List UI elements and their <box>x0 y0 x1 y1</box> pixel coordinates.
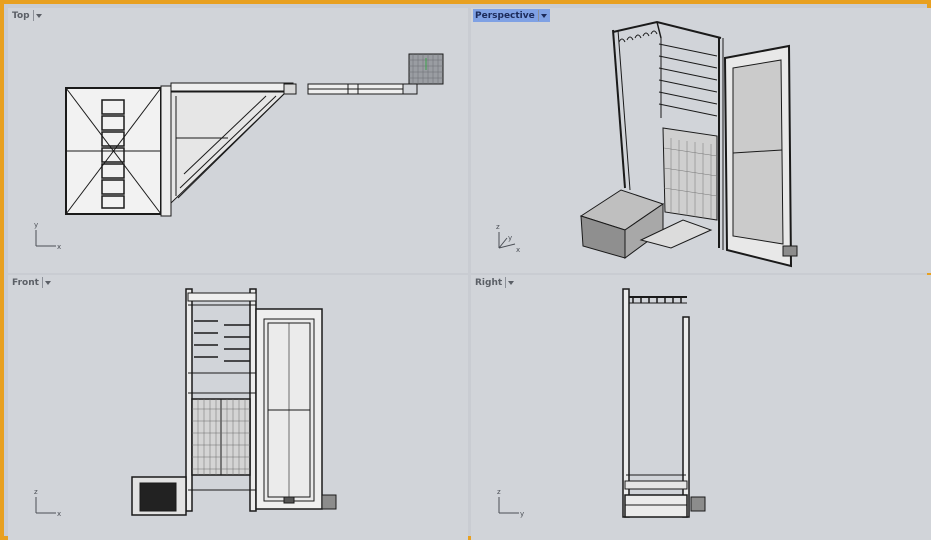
front-view-canvas: x z <box>34 288 337 518</box>
top-axis-x: x <box>57 243 61 251</box>
persp-axis-y: y <box>508 234 512 242</box>
viewport-title-right[interactable]: Right <box>473 276 517 289</box>
chevron-down-icon[interactable] <box>41 277 52 288</box>
viewport-label: Top <box>12 10 30 21</box>
top-axis-y: y <box>34 221 38 229</box>
viewport-label: Front <box>12 277 39 288</box>
persp-axis-x: x <box>516 246 520 254</box>
front-axis-z: z <box>34 488 38 496</box>
viewport-label: Right <box>475 277 503 288</box>
chevron-down-icon[interactable] <box>505 277 515 288</box>
chevron-down-icon[interactable] <box>32 10 43 21</box>
perspective-view-canvas: x y z <box>496 20 798 268</box>
top-view-canvas: x y <box>34 53 444 251</box>
chevron-down-icon[interactable] <box>537 10 548 21</box>
viewport-right[interactable]: y z Right <box>471 275 931 540</box>
right-axis-y: y <box>520 510 524 518</box>
viewport-label: Perspective <box>475 10 535 21</box>
right-axis-z: z <box>497 488 501 496</box>
viewport-perspective[interactable]: x y z Perspective <box>471 8 931 273</box>
viewport-front[interactable]: x z Front <box>8 275 468 540</box>
viewport-title-perspective[interactable]: Perspective <box>473 9 550 22</box>
viewport-title-front[interactable]: Front <box>10 276 54 289</box>
right-view-canvas: y z <box>497 288 706 518</box>
persp-axis-z: z <box>496 223 500 231</box>
viewport-title-top[interactable]: Top <box>10 9 45 22</box>
viewport-top[interactable]: x y Top <box>8 8 468 273</box>
front-axis-x: x <box>57 510 61 518</box>
